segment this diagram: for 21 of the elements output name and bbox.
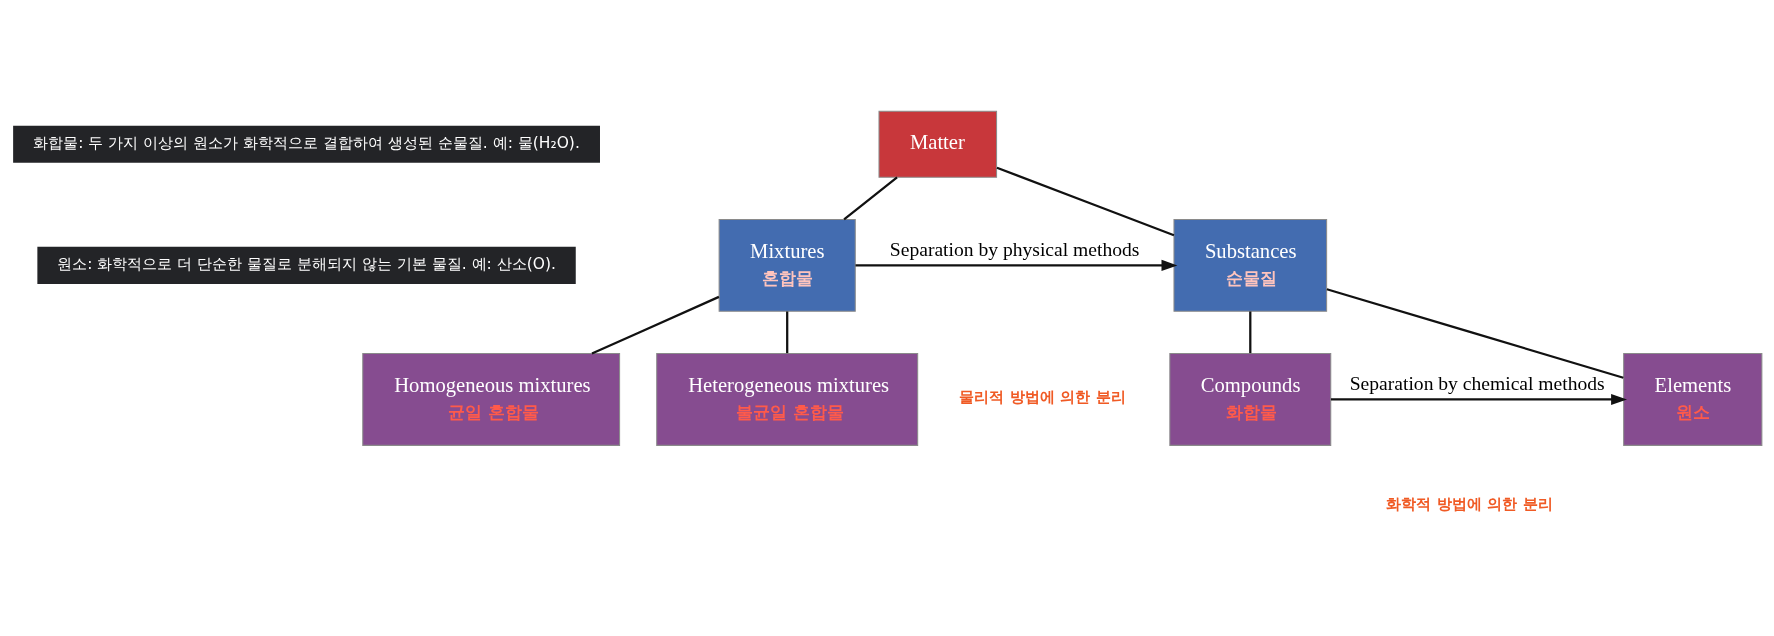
node-box: Substances 순물질 [1172,219,1327,312]
node-box: Elements 원소 [1622,353,1762,446]
arrow [855,259,1177,271]
node-box: Compounds 화합물 [1168,353,1331,446]
label: 화학적 방법에 의한 분리 [1385,494,1553,513]
connector [1326,288,1624,379]
connector [591,295,719,355]
connector [785,311,788,354]
node-box: Heterogeneous mixtures 불균일 혼합물 [655,353,918,446]
label: 원소: 화학적으로 더 단순한 물질로 분해되지 않는 기본 물질. 예: 산소(O). [56,255,556,274]
label: 화합물: 두 가지 이상의 원소가 화학적으로 결합하여 생성된 순물질. 예: 물(H₂O). [32,133,580,152]
connector [1248,311,1251,354]
connector [996,166,1174,237]
edge-label: Separation by physical methods [889,239,1139,261]
node-box: Mixtures 혼합물 [718,219,856,312]
label: 물리적 방법에 의한 분리 [958,388,1126,407]
node-box: Homogeneous mixtures 균일 혼합물 [361,353,620,446]
arrow [1330,393,1627,406]
connector [842,176,898,221]
node-box: Matter [877,110,997,178]
edge-label: Separation by chemical methods [1349,373,1605,395]
